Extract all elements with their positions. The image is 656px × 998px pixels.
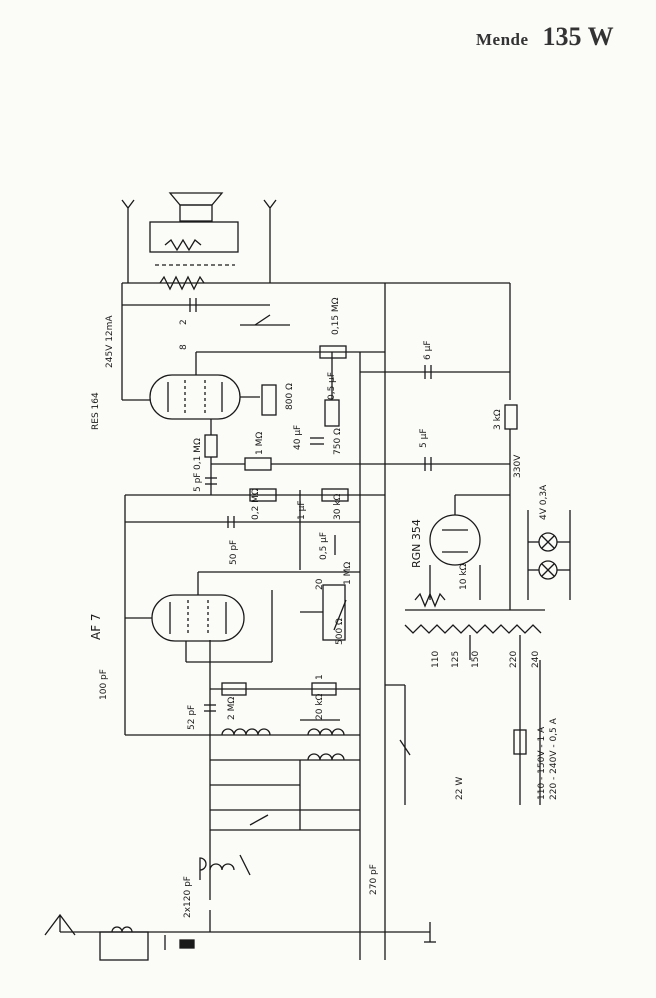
label-r-1: 1 <box>315 674 325 680</box>
loudspeaker-icon <box>149 192 239 266</box>
label-c-05: 0,5 µF <box>327 372 337 400</box>
label-c-52: 52 pF <box>187 705 197 730</box>
label-r-2m: 2 MΩ <box>227 697 237 720</box>
label-r-01: 0,1 MΩ <box>193 438 203 470</box>
label-c-8: 8 <box>179 344 189 350</box>
fuse-label-a: 110 - 150V - 1 A <box>537 726 547 800</box>
label-c-2x120: 2x120 pF <box>183 876 193 918</box>
output-tube-label: RES 164 <box>91 392 101 430</box>
label-r-750: 750 Ω <box>333 428 343 455</box>
label-c-40: 40 µF <box>293 425 303 450</box>
label-c-100: 100 pF <box>99 669 109 700</box>
label-c-1uf: 1 µF <box>297 501 307 521</box>
label-r-1m: 1 MΩ <box>255 432 265 455</box>
label-output-bias: 245V 12mA <box>105 315 115 368</box>
label-r-20: 20 <box>315 578 325 590</box>
label-c-270: 270 pF <box>369 864 379 895</box>
label-c-5uf: 5 µF <box>419 429 429 449</box>
rectifier-tube-icon <box>429 514 481 566</box>
schematic-title: Mende 135 W <box>476 22 614 52</box>
label-c-6uf: 6 µF <box>423 341 433 361</box>
label-r-1mb: 1 MΩ <box>343 562 353 585</box>
label-v-330: 330V <box>513 454 523 478</box>
label-c-2: 2 <box>179 319 189 325</box>
fuse-label-b: 220 - 240V - 0,5 A <box>549 717 559 800</box>
label-r-10k: 10 kΩ <box>459 563 469 590</box>
mains-power-label: 22 W <box>455 777 465 800</box>
manufacturer-name: Mende <box>476 30 529 49</box>
label-r-02: 0,2 MΩ <box>251 488 261 520</box>
tap-150: 150 <box>471 651 481 668</box>
output-tube-icon <box>149 374 241 420</box>
label-r-3k: 3 kΩ <box>493 409 503 430</box>
label-r-20k: 20 kΩ <box>315 693 325 720</box>
tap-240: 240 <box>531 651 541 668</box>
label-r-800: 800 Ω <box>285 383 295 410</box>
label-c-05b: 0,5 µF <box>319 532 329 560</box>
label-c-5pf: 5 pF <box>193 473 203 492</box>
tap-220: 220 <box>509 651 519 668</box>
rf-tube-icon <box>151 594 245 642</box>
label-r-30k: 30 kΩ <box>333 493 343 520</box>
rectifier-tube-label: RGN 354 <box>410 519 423 568</box>
rf-tube-label: AF 7 <box>89 613 103 640</box>
model-number: 135 W <box>542 22 614 51</box>
label-r-500: 500 Ω <box>335 618 345 645</box>
tap-125: 125 <box>451 651 461 668</box>
tap-110: 110 <box>431 651 441 668</box>
label-c-50pf: 50 pF <box>229 540 239 565</box>
label-r-015: 0,15 MΩ <box>331 297 341 335</box>
label-lamp: 4V 0,3A <box>539 484 549 520</box>
